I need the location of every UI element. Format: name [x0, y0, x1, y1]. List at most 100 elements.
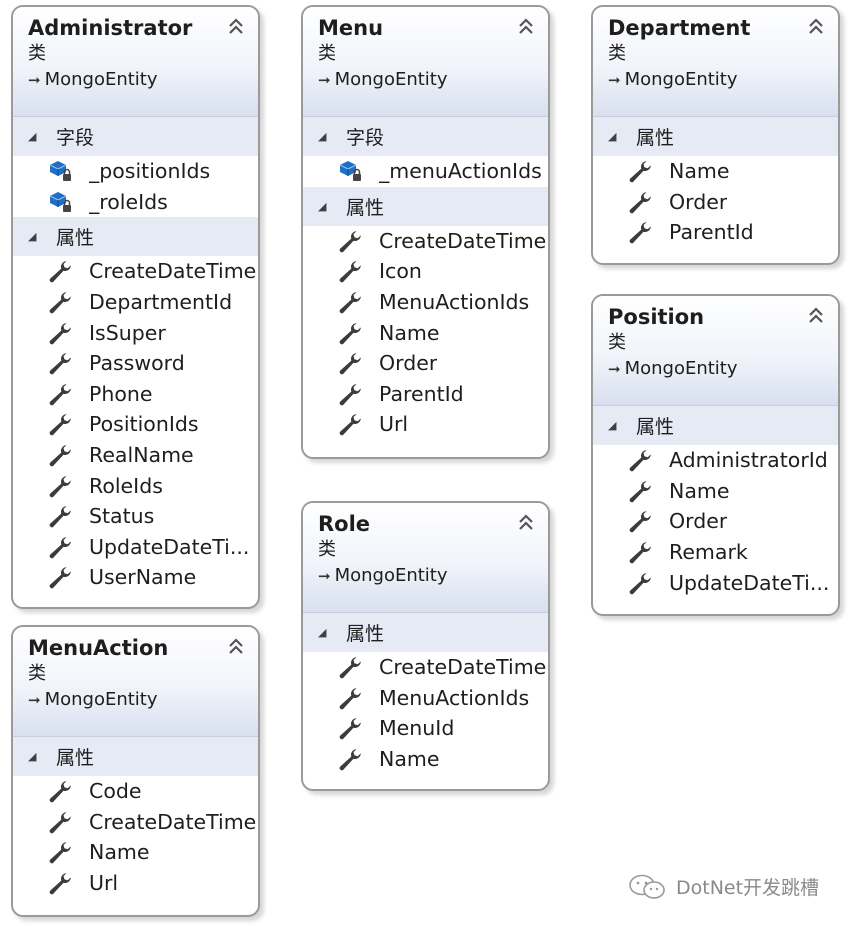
- property-row[interactable]: Remark: [593, 537, 838, 568]
- property-row[interactable]: MenuActionIds: [303, 683, 548, 714]
- base-class: ➞MongoEntity: [608, 355, 838, 383]
- section-properties-header[interactable]: ◢属性: [13, 737, 258, 776]
- property-row[interactable]: RealName: [13, 440, 258, 471]
- triangle-expanded-icon: ◢: [318, 199, 327, 213]
- property-name: ParentId: [669, 220, 754, 245]
- property-row[interactable]: Order: [303, 348, 548, 379]
- property-row[interactable]: Code: [13, 776, 258, 807]
- base-class-name: MongoEntity: [44, 69, 158, 90]
- property-row[interactable]: Password: [13, 348, 258, 379]
- wrench-icon: [47, 351, 75, 375]
- collapse-icon[interactable]: [518, 17, 534, 35]
- field-row[interactable]: _positionIds: [13, 156, 258, 187]
- property-row[interactable]: MenuId: [303, 713, 548, 744]
- field-row[interactable]: _roleIds: [13, 187, 258, 218]
- property-row[interactable]: Name: [303, 744, 548, 775]
- wrench-icon: [47, 504, 75, 528]
- wrench-icon: [47, 779, 75, 803]
- watermark: DotNet开发跳槽: [628, 873, 819, 900]
- property-row[interactable]: Phone: [13, 379, 258, 410]
- property-row[interactable]: ParentId: [303, 379, 548, 410]
- wrench-icon: [47, 259, 75, 283]
- wrench-icon: [337, 382, 365, 406]
- property-row[interactable]: IsSuper: [13, 317, 258, 348]
- triangle-expanded-icon: ◢: [608, 419, 617, 432]
- triangle-expanded-icon: ◢: [608, 130, 617, 143]
- property-name: DepartmentId: [89, 290, 233, 315]
- wrench-icon: [627, 479, 655, 503]
- class-name: Administrator: [28, 16, 193, 40]
- property-row[interactable]: UpdateDateTi...: [593, 567, 838, 598]
- property-name: IsSuper: [89, 320, 166, 345]
- section-fields-header[interactable]: ◢字段: [303, 117, 548, 156]
- property-row[interactable]: Url: [303, 409, 548, 440]
- section-properties-header[interactable]: ◢属性: [303, 613, 548, 652]
- section-label: 属性: [346, 196, 385, 219]
- property-row[interactable]: Icon: [303, 256, 548, 287]
- class-kind-label: 类: [608, 332, 626, 353]
- property-name: CreateDateTime: [89, 259, 257, 284]
- property-row[interactable]: Url: [13, 868, 258, 899]
- wrench-icon: [337, 716, 365, 740]
- property-row[interactable]: Order: [593, 506, 838, 537]
- wrench-icon: [47, 290, 75, 314]
- base-class-name: MongoEntity: [334, 565, 448, 586]
- property-row[interactable]: Name: [593, 156, 838, 187]
- collapse-icon[interactable]: [228, 17, 244, 35]
- property-row[interactable]: CreateDateTime: [13, 807, 258, 838]
- property-name: Order: [669, 509, 728, 534]
- property-row[interactable]: MenuActionIds: [303, 287, 548, 318]
- section-properties-header[interactable]: ◢属性: [13, 217, 258, 257]
- wrench-icon: [47, 810, 75, 834]
- private-field-icon: [47, 159, 75, 183]
- wrench-icon: [627, 571, 655, 595]
- section-properties-header[interactable]: ◢属性: [593, 406, 838, 445]
- wechat-icon: [629, 874, 665, 899]
- property-row[interactable]: AdministratorId: [593, 445, 838, 476]
- property-row[interactable]: UserName: [13, 562, 258, 593]
- triangle-expanded-icon: ◢: [318, 626, 327, 639]
- wrench-icon: [47, 321, 75, 345]
- property-row[interactable]: PositionIds: [13, 409, 258, 440]
- property-name: RealName: [89, 443, 194, 468]
- wrench-icon: [627, 509, 655, 533]
- collapse-icon[interactable]: [808, 17, 824, 35]
- collapse-icon[interactable]: [518, 513, 534, 531]
- property-name: MenuActionIds: [379, 685, 530, 710]
- property-row[interactable]: Order: [593, 187, 838, 218]
- collapse-icon[interactable]: [808, 306, 824, 324]
- property-row[interactable]: CreateDateTime: [13, 256, 258, 287]
- property-row[interactable]: RoleIds: [13, 470, 258, 501]
- wrench-icon: [337, 290, 365, 314]
- property-row[interactable]: DepartmentId: [13, 287, 258, 318]
- wrench-icon: [47, 535, 75, 559]
- property-row[interactable]: CreateDateTime: [303, 226, 548, 257]
- property-row[interactable]: CreateDateTime: [303, 652, 548, 683]
- property-row[interactable]: Name: [13, 837, 258, 868]
- base-class-name: MongoEntity: [624, 69, 738, 90]
- property-row[interactable]: ParentId: [593, 217, 838, 248]
- property-row[interactable]: UpdateDateTi...: [13, 532, 258, 563]
- property-row[interactable]: Status: [13, 501, 258, 532]
- triangle-expanded-icon: ◢: [28, 750, 37, 763]
- field-row[interactable]: _menuActionIds: [303, 156, 548, 187]
- section-properties-header[interactable]: ◢ 属性: [303, 186, 548, 226]
- wrench-icon: [47, 443, 75, 467]
- wrench-icon: [337, 412, 365, 436]
- section-fields-header[interactable]: ◢字段: [13, 117, 258, 156]
- section-properties-header[interactable]: ◢属性: [593, 117, 838, 156]
- property-row[interactable]: Name: [593, 476, 838, 507]
- property-name: Status: [89, 504, 155, 529]
- property-row[interactable]: Name: [303, 317, 548, 348]
- collapse-icon[interactable]: [228, 637, 244, 655]
- property-name: PositionIds: [89, 412, 199, 437]
- triangle-expanded-icon: ◢: [28, 130, 37, 143]
